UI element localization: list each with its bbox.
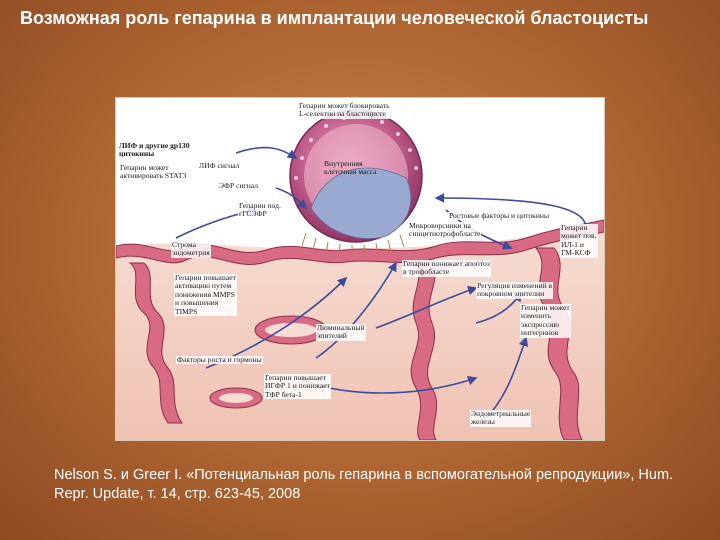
label-heparin-il1-gmcsf: Гепарин может пов. ИЛ-1 и ГМ-КСФ	[560, 223, 598, 258]
label-heparin-igfbp: Гепарин повышает ИГФР 1 и понижает ТФР б…	[264, 373, 331, 400]
citation: Nelson S. и Greer I. «Потенциальная роль…	[54, 467, 674, 502]
inner-cell-mass	[310, 167, 412, 239]
label-heparin-stat3: Гепарин может активировать STAT3	[119, 163, 188, 181]
label-lif-cytokines: ЛИФ и другие gp130 цитокины	[119, 141, 190, 159]
label-growth-factors-cytokines: Ростовые факторы и цитокины	[448, 211, 551, 221]
label-heparin-lselectin: Гепарин может блокировать L-селектин на …	[298, 101, 391, 119]
label-microvilli: Микроворсинки на синцитиотрофобласте	[408, 221, 482, 239]
label-endometrial-glands: Эндометриальные железы	[470, 409, 532, 427]
diagram-artwork	[116, 109, 604, 440]
label-heparin-hbegf: Гепарин под. гГСЭФР	[238, 201, 282, 219]
label-heparin-apoptosis: Гепарин понижает апоптоз в трофобласте	[402, 259, 491, 277]
label-egf-signal: ЭФР сигнал	[218, 181, 260, 191]
luminal-epithelium	[116, 219, 604, 265]
label-regulation-epithelium: Регуляция изменений в покровном эпителии	[476, 281, 554, 299]
endometrial-gland-left	[128, 262, 183, 424]
label-endometrial-stroma: Строма эндометрия	[171, 240, 211, 258]
label-lif-signal: ЛИФ сигнал	[198, 161, 241, 171]
label-growth-factors-hormones: Факторы роста и гормоны	[176, 355, 263, 365]
label-inner-cell-mass: Внутренняя клеточная масса	[324, 159, 377, 177]
slide-title: Возможная роль гепарина в имплантации че…	[20, 8, 649, 28]
label-heparin-mmps: Гепарин повышает активацию путем понижен…	[174, 273, 237, 317]
endometrial-gland-mid	[410, 262, 438, 440]
implantation-diagram: Гепарин может блокировать L-селектин на …	[116, 98, 604, 440]
label-luminal-epithelium: Люминальный эпителий	[316, 323, 366, 341]
label-heparin-integrins: Гепарин может изменить экспрессию интегр…	[520, 303, 571, 338]
